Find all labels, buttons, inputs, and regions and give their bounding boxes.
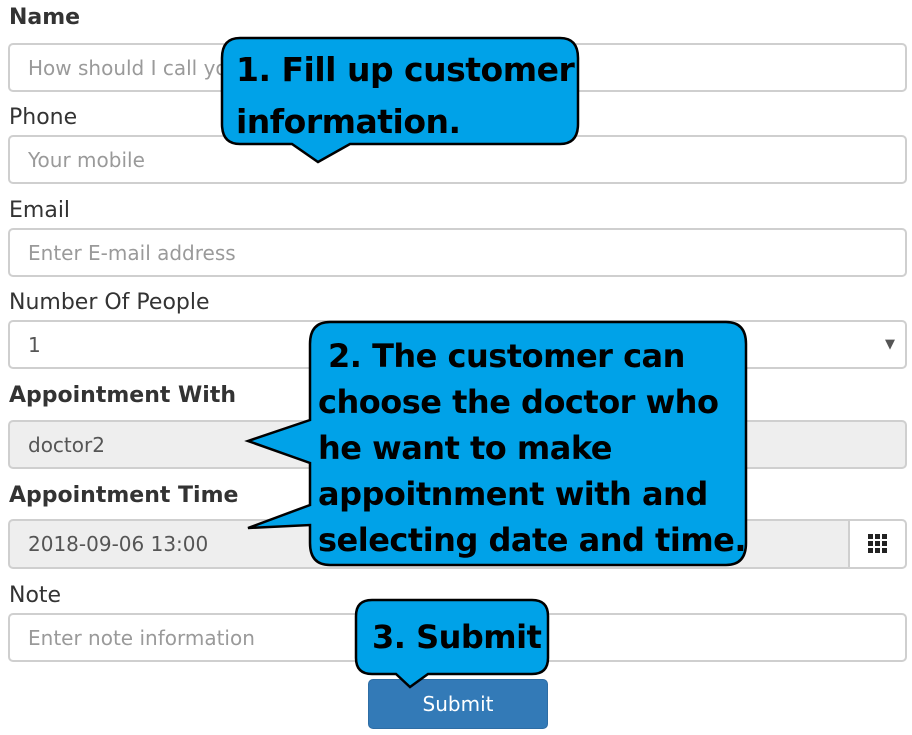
appointment-time-value: 2018-09-06 13:00 bbox=[28, 532, 209, 556]
callout-1-line: information. bbox=[236, 102, 461, 141]
phone-label: Phone bbox=[9, 105, 78, 130]
callout-2-line: he want to make bbox=[318, 429, 612, 467]
appointment-with-label: Appointment With bbox=[9, 383, 237, 408]
callout-2-line: selecting date and time. bbox=[318, 521, 747, 559]
number-of-people-label: Number Of People bbox=[9, 290, 210, 315]
callout-1-text: 1. Fill up customer information. bbox=[236, 44, 575, 148]
number-of-people-value: 1 bbox=[28, 332, 41, 357]
callout-3-text: 3. Submit bbox=[372, 614, 542, 660]
calendar-button[interactable] bbox=[848, 519, 907, 569]
caret-down-icon: ▼ bbox=[885, 337, 895, 352]
submit-button[interactable]: Submit bbox=[368, 679, 548, 729]
appointment-time-label: Appointment Time bbox=[9, 483, 239, 508]
note-label: Note bbox=[9, 583, 62, 608]
callout-2-line: choose the doctor who bbox=[318, 383, 719, 421]
callout-1-line: 1. Fill up customer bbox=[236, 50, 575, 89]
appointment-with-value: doctor2 bbox=[28, 432, 105, 457]
callout-2-text: 2. The customer can choose the doctor wh… bbox=[318, 333, 747, 563]
callout-3-line: 3. Submit bbox=[372, 618, 542, 656]
callout-2-line: 2. The customer can bbox=[328, 337, 685, 375]
email-input[interactable] bbox=[8, 228, 907, 277]
name-label: Name bbox=[9, 5, 81, 30]
calendar-grid-icon bbox=[867, 534, 887, 553]
email-label: Email bbox=[9, 198, 71, 223]
callout-2-line: appoitnment with and bbox=[318, 475, 708, 513]
